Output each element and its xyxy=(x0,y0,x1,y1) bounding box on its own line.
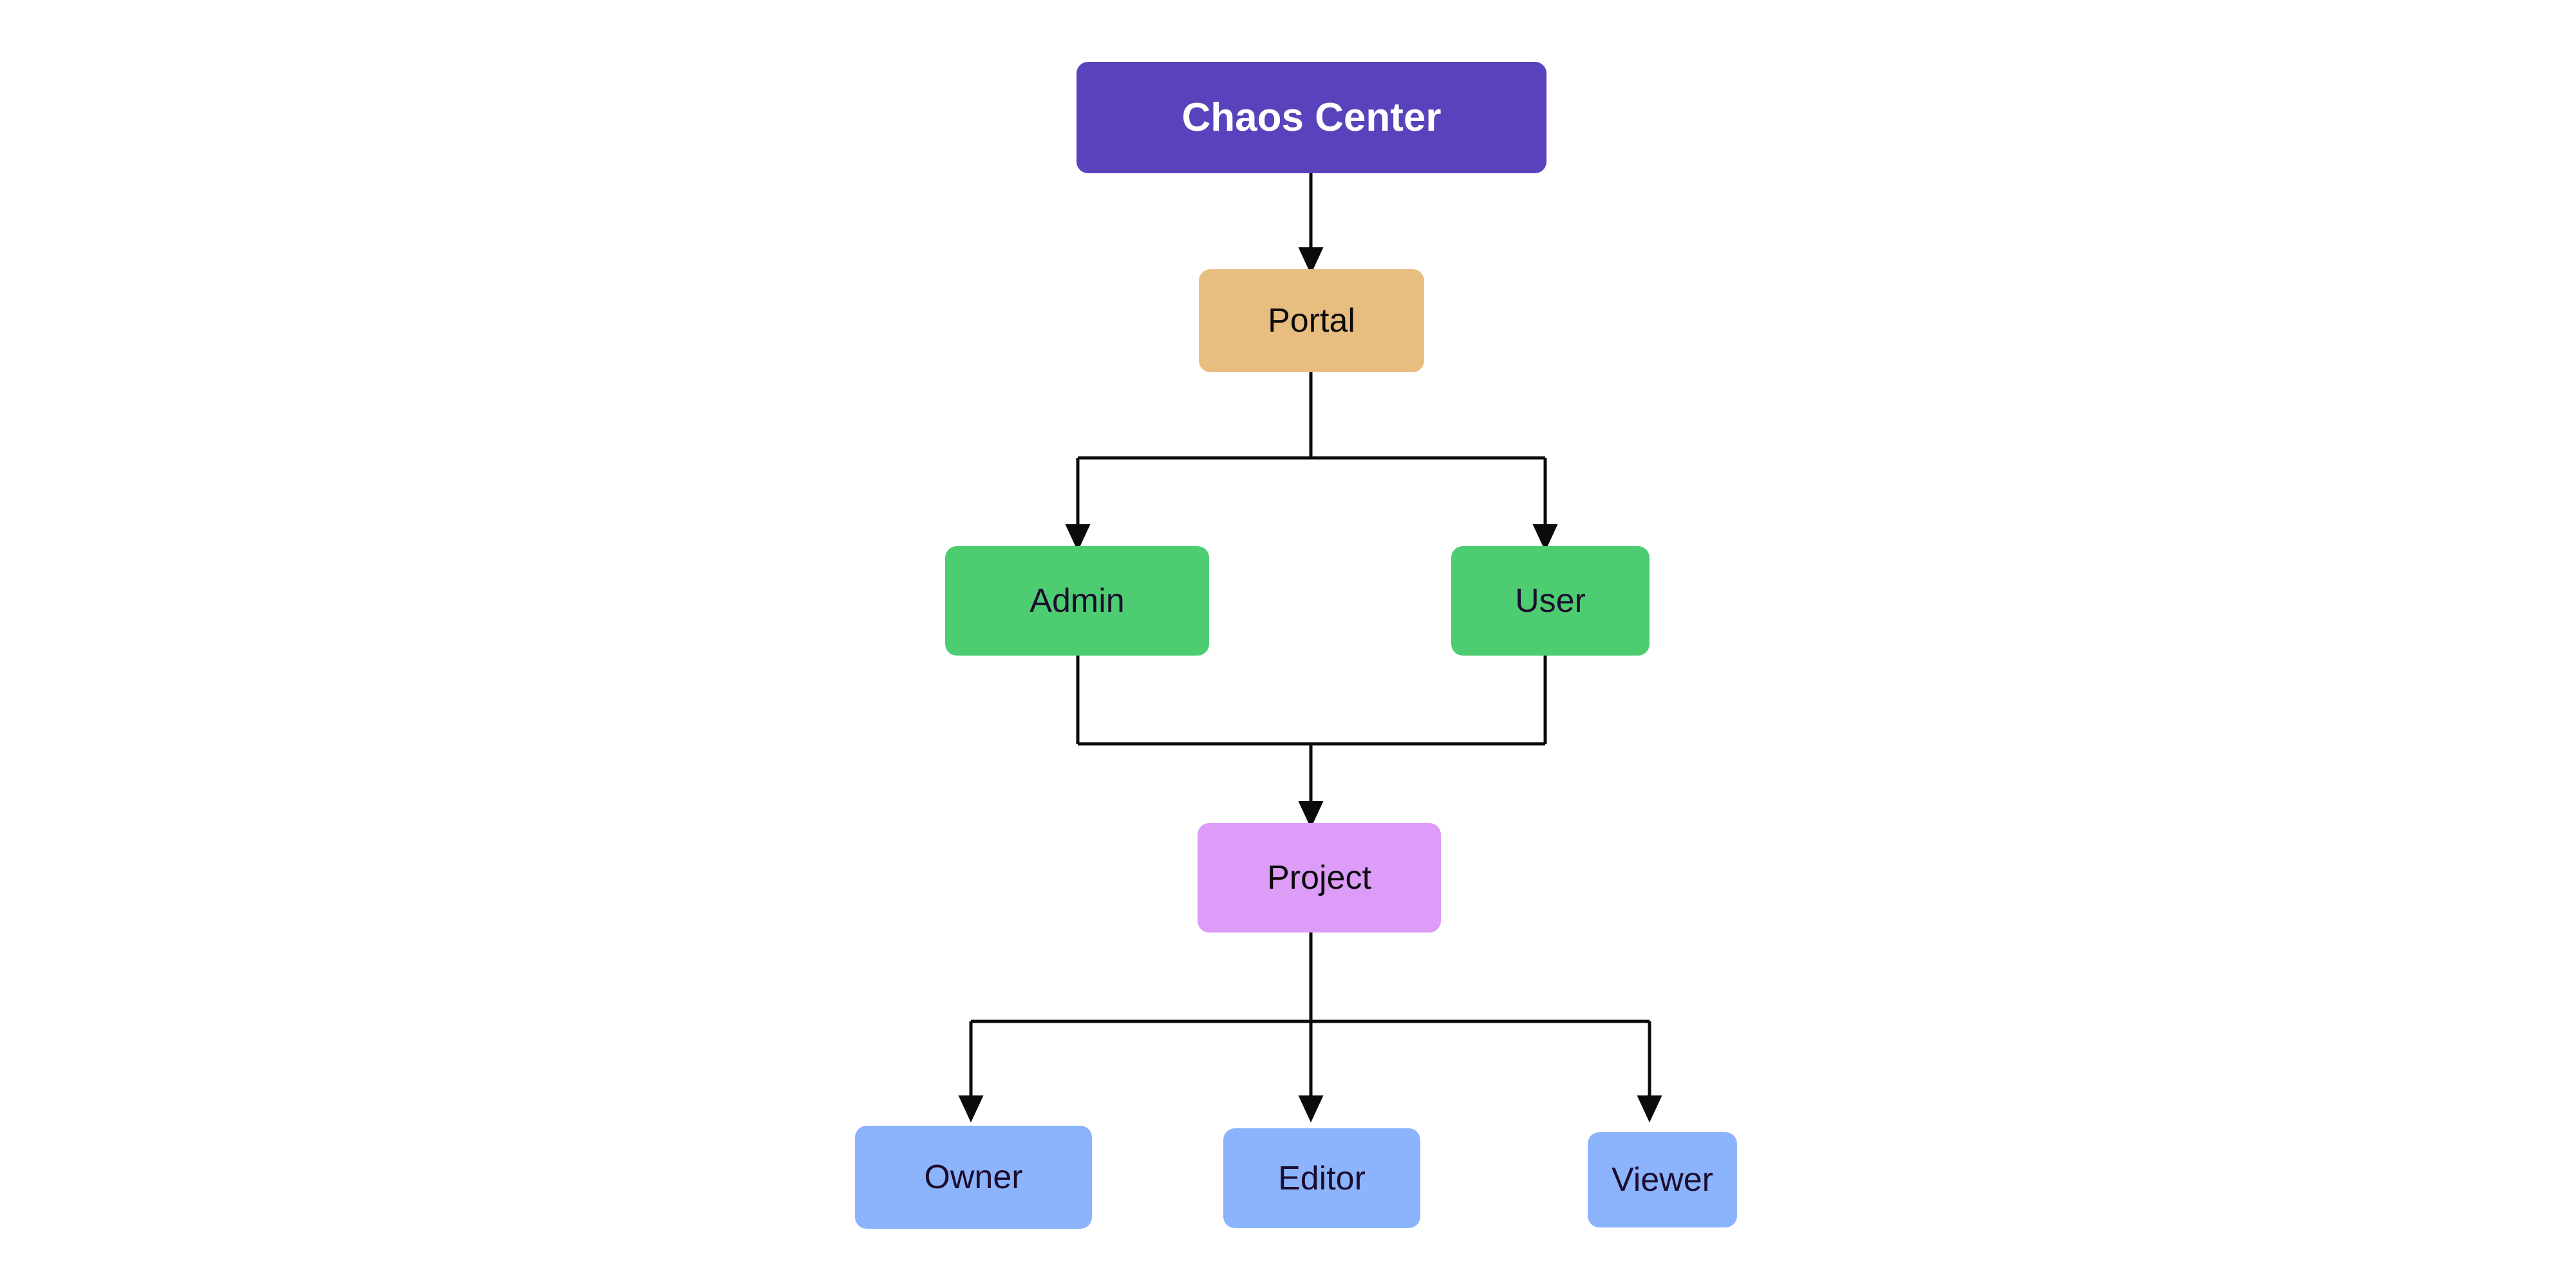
node-user[interactable]: User xyxy=(1451,546,1650,656)
node-admin[interactable]: Admin xyxy=(945,546,1209,656)
node-owner[interactable]: Owner xyxy=(855,1126,1092,1229)
node-chaos-center-label: Chaos Center xyxy=(1181,95,1442,140)
node-project-label: Project xyxy=(1267,859,1371,896)
node-project[interactable]: Project xyxy=(1198,823,1441,933)
node-editor[interactable]: Editor xyxy=(1223,1128,1420,1228)
node-editor-label: Editor xyxy=(1278,1159,1366,1197)
node-portal-label: Portal xyxy=(1268,302,1355,339)
node-admin-label: Admin xyxy=(1029,582,1125,620)
node-viewer-label: Viewer xyxy=(1611,1161,1713,1198)
node-owner-label: Owner xyxy=(924,1159,1023,1196)
node-portal[interactable]: Portal xyxy=(1199,269,1424,372)
node-chaos-center[interactable]: Chaos Center xyxy=(1076,62,1547,173)
node-viewer[interactable]: Viewer xyxy=(1588,1132,1737,1227)
node-user-label: User xyxy=(1515,582,1586,620)
